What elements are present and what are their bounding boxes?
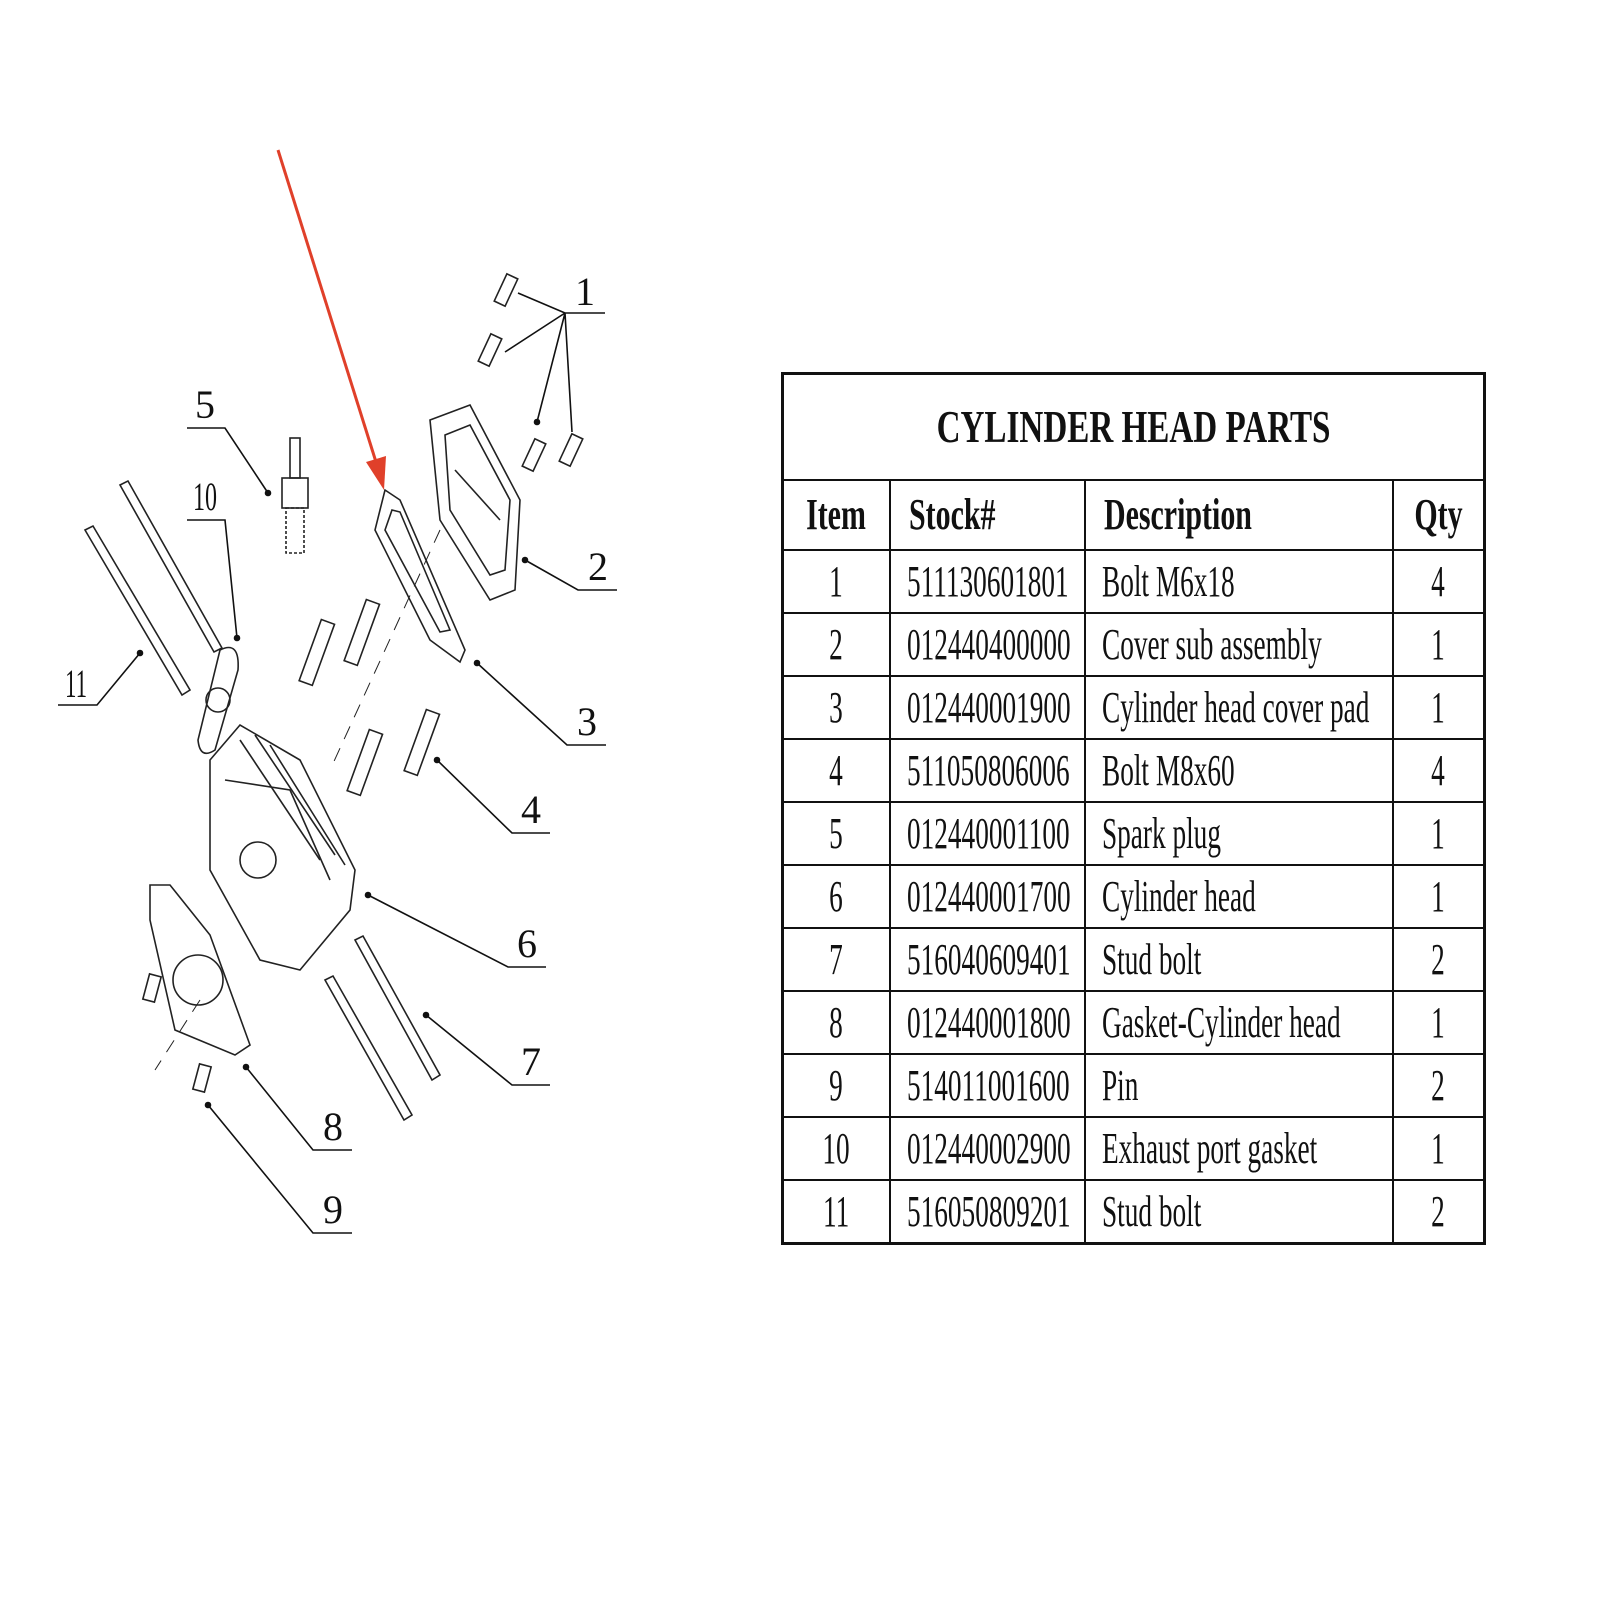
table-title-text: CYLINDER HEAD PARTS — [936, 401, 1331, 452]
item-cell: 1 — [781, 549, 891, 614]
description-cell: Gasket-Cylinder head — [1083, 990, 1394, 1055]
callout-4: 4 — [521, 787, 541, 832]
callout-7: 7 — [521, 1039, 541, 1084]
item-cell: 9 — [781, 1053, 891, 1118]
description-cell: Spark plug — [1083, 801, 1394, 866]
description-cell: Bolt M8x60 — [1083, 738, 1394, 803]
parts-table: CYLINDER HEAD PARTS Item Stock# Descript… — [781, 372, 1487, 1245]
description-cell: Stud bolt — [1083, 927, 1394, 992]
qty-cell: 1 — [1391, 990, 1486, 1055]
item-cell: 7 — [781, 927, 891, 992]
cover-sub-assembly-part — [429, 404, 521, 601]
header-stock: Stock# — [888, 479, 1086, 551]
callout-10: 10 — [193, 474, 217, 519]
stock-cell: 514011001600 — [888, 1053, 1086, 1118]
qty-cell: 2 — [1391, 1053, 1486, 1118]
callout-8: 8 — [323, 1104, 343, 1149]
table-header-row: Item Stock# Description Qty — [781, 479, 1486, 551]
description-cell: Cylinder head cover pad — [1083, 675, 1394, 740]
qty-cell: 1 — [1391, 801, 1486, 866]
description-cell: Cylinder head — [1083, 864, 1394, 929]
qty-cell: 1 — [1391, 675, 1486, 740]
description-cell: Bolt M6x18 — [1083, 549, 1394, 614]
description-cell: Exhaust port gasket — [1083, 1116, 1394, 1181]
stock-cell: 012440001800 — [888, 990, 1086, 1055]
callout-6: 6 — [517, 921, 537, 966]
item-cell: 2 — [781, 612, 891, 677]
table-title: CYLINDER HEAD PARTS — [781, 372, 1486, 481]
callout-5: 5 — [195, 382, 215, 427]
header-description: Description — [1083, 479, 1394, 551]
qty-cell: 2 — [1391, 927, 1486, 992]
item-cell: 3 — [781, 675, 891, 740]
header-qty: Qty — [1391, 479, 1486, 551]
stock-cell: 012440001700 — [888, 864, 1086, 929]
red-arrow-indicator — [276, 149, 386, 490]
qty-cell: 4 — [1391, 549, 1486, 614]
item-cell: 5 — [781, 801, 891, 866]
stock-cell: 516040609401 — [888, 927, 1086, 992]
qty-cell: 2 — [1391, 1179, 1486, 1245]
callout-1: 1 — [575, 269, 595, 314]
stock-cell: 516050809201 — [888, 1179, 1086, 1245]
stock-cell: 012440400000 — [888, 612, 1086, 677]
callout-9: 9 — [323, 1187, 343, 1232]
stock-cell: 511050806006 — [888, 738, 1086, 803]
stud-bolt-7-part — [323, 934, 442, 1122]
qty-cell: 1 — [1391, 1116, 1486, 1181]
stud-bolt-11-part — [83, 479, 224, 697]
callout-11: 11 — [65, 661, 87, 706]
bolt-m8x60-part — [298, 598, 441, 797]
item-cell: 10 — [781, 1116, 891, 1181]
item-cell: 4 — [781, 738, 891, 803]
item-cell: 8 — [781, 990, 891, 1055]
description-cell: Stud bolt — [1083, 1179, 1394, 1245]
description-cell: Cover sub assembly — [1083, 612, 1394, 677]
header-item: Item — [781, 479, 891, 551]
cylinder-head-part — [209, 723, 356, 971]
stock-cell: 511130601801 — [888, 549, 1086, 614]
item-cell: 6 — [781, 864, 891, 929]
stock-cell: 012440001100 — [888, 801, 1086, 866]
bolt-m6x18-part — [477, 272, 584, 473]
qty-cell: 4 — [1391, 738, 1486, 803]
spark-plug-part — [281, 437, 309, 554]
leader-lines — [58, 292, 617, 1234]
callout-3: 3 — [577, 699, 597, 744]
exploded-parts-diagram: 1 2 3 4 5 6 7 8 9 10 11 — [58, 149, 617, 1234]
stock-cell: 012440001900 — [888, 675, 1086, 740]
qty-cell: 1 — [1391, 864, 1486, 929]
callout-2: 2 — [588, 544, 608, 589]
description-cell: Pin — [1083, 1053, 1394, 1118]
item-cell: 11 — [781, 1179, 891, 1245]
cover-pad-part — [374, 488, 466, 664]
qty-cell: 1 — [1391, 612, 1486, 677]
pin-part — [141, 972, 213, 1094]
cylinder-head-gasket-part — [149, 884, 251, 1056]
exhaust-port-gasket-part — [197, 646, 239, 755]
stock-cell: 012440002900 — [888, 1116, 1086, 1181]
